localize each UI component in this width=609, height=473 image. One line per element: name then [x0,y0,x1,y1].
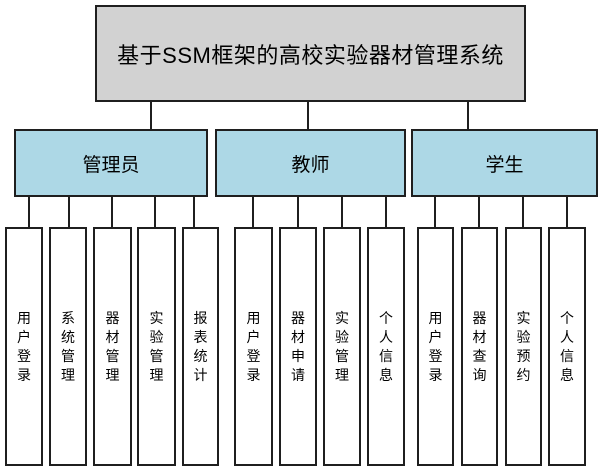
leaf-label: 个人信息 [379,309,393,383]
leaf-student-experiment-reserve: 实验预约 [505,227,542,466]
leaf-label: 系统管理 [61,309,75,383]
branch-label-teacher: 教师 [291,154,330,176]
leaf-label: 器材管理 [105,309,120,383]
leaf-student-personal-info: 个人信息 [548,227,586,466]
connector-student-experiment-reserve [522,197,524,227]
root-title: 基于SSM框架的高校实验器材管理系统 [117,42,504,68]
leaf-label: 实验管理 [335,309,349,383]
leaf-label: 实验管理 [149,309,164,383]
branch-label-admin: 管理员 [82,154,140,176]
leaf-label: 个人信息 [560,309,574,383]
connector-admin-equipment-mgmt [111,197,113,227]
leaf-label: 用户登录 [246,309,261,383]
leaf-student-equipment-query: 器材查询 [461,227,498,466]
connector-teacher-experiment-mgmt [341,197,343,227]
connector-student-equipment-query [478,197,480,227]
root-box: 基于SSM框架的高校实验器材管理系统 [95,5,526,102]
connector-teacher-user-login [252,197,254,227]
branch-box-admin: 管理员 [14,129,208,197]
connector-admin-user-login [28,197,30,227]
leaf-teacher-equipment-apply: 器材申请 [279,227,317,466]
branch-label-student: 学生 [485,154,524,176]
leaf-admin-report-stats: 报表统计 [182,227,219,466]
leaf-admin-experiment-mgmt: 实验管理 [137,227,176,466]
connector-admin-report-stats [193,197,195,227]
connector-student-user-login [434,197,436,227]
leaf-admin-user-login: 用户登录 [5,227,43,466]
leaf-label: 实验预约 [516,309,531,383]
connector-root-admin [150,102,152,129]
connector-root-teacher [307,102,309,129]
connector-root-student [467,102,469,129]
leaf-label: 报表统计 [193,309,208,383]
leaf-student-user-login: 用户登录 [417,227,454,466]
leaf-teacher-experiment-mgmt: 实验管理 [323,227,361,466]
connector-teacher-personal-info [385,197,387,227]
leaf-admin-equipment-mgmt: 器材管理 [93,227,132,466]
branch-box-student: 学生 [411,129,598,197]
leaf-admin-system-mgmt: 系统管理 [49,227,87,466]
connector-admin-system-mgmt [68,197,70,227]
connector-teacher-equipment-apply [297,197,299,227]
leaf-teacher-personal-info: 个人信息 [367,227,405,466]
leaf-label: 器材申请 [291,309,305,383]
leaf-label: 用户登录 [17,309,31,383]
leaf-teacher-user-login: 用户登录 [234,227,273,466]
leaf-label: 器材查询 [472,309,487,383]
leaf-label: 用户登录 [428,309,443,383]
connector-student-personal-info [566,197,568,227]
connector-admin-experiment-mgmt [154,197,156,227]
branch-box-teacher: 教师 [215,129,406,197]
